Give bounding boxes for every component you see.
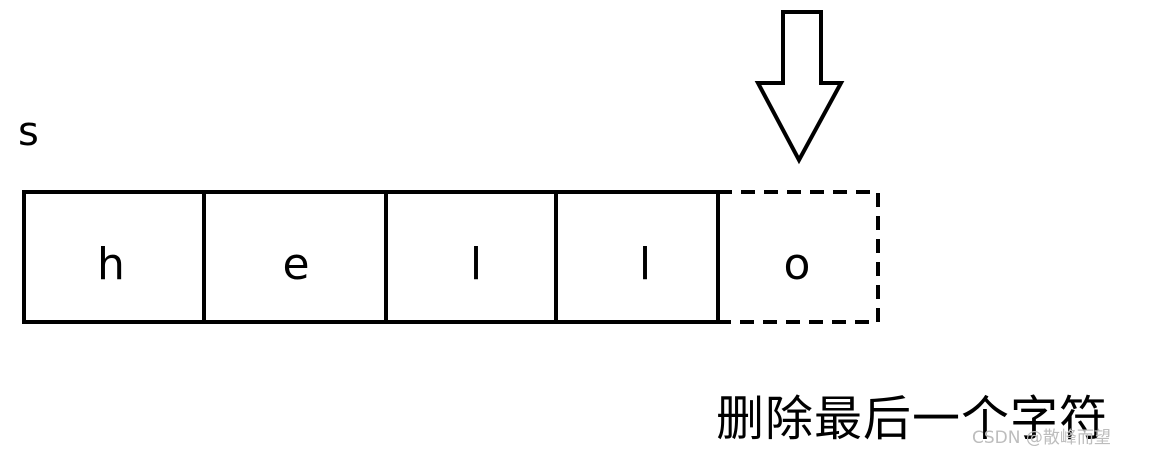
down-arrow-icon: [754, 10, 845, 165]
solid-cells: [22, 190, 720, 324]
watermark: CSDN @散峰而望: [972, 428, 1111, 448]
cell-char-0: h: [97, 239, 125, 290]
cell-char-1: e: [282, 239, 309, 290]
caption-delete-last-char: 删除最后一个字符: [716, 391, 1109, 447]
string-cell-l2: [554, 190, 720, 324]
cell-char-3: l: [639, 239, 651, 290]
variable-name-label: s: [18, 109, 39, 155]
cell-char-4: o: [784, 239, 811, 290]
deleted-cell: [716, 190, 880, 324]
cell-char-2: l: [470, 239, 482, 290]
